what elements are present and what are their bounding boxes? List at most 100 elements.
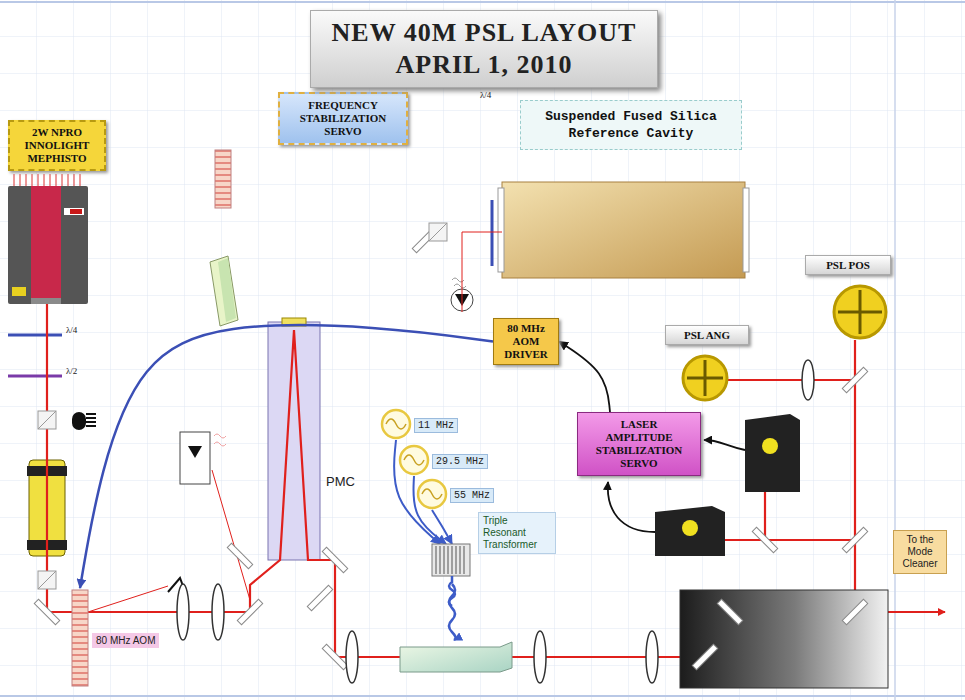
wave-plates — [8, 200, 492, 376]
wave-plates — [8, 375, 62, 378]
icon-stroke — [386, 419, 406, 429]
laser-beam — [88, 232, 502, 612]
optics — [38, 411, 56, 429]
icon-stroke — [448, 546, 449, 574]
icon-stroke — [382, 410, 410, 438]
icon-stroke — [449, 576, 455, 606]
cavity-label: Suspended Fused Silica Reference Cavity — [520, 100, 742, 150]
title-box: NEW 40M PSL LAYOUT APRIL 1, 2010 — [310, 10, 658, 88]
photodiodes — [452, 278, 466, 288]
iss-photodetectors — [704, 440, 745, 450]
optics — [38, 411, 56, 429]
wave-plates — [8, 334, 62, 337]
optics — [534, 631, 546, 683]
reference-cavity — [743, 188, 749, 272]
pickoff-enclosure — [680, 590, 888, 688]
eom-crystal — [400, 584, 512, 672]
node-text: Triple Resonant Transformer — [478, 512, 556, 554]
qpd-label: PSL POS — [805, 255, 891, 275]
aom-label: 80 MHz AOM — [70, 588, 162, 688]
iss-photodetectors — [745, 414, 800, 492]
node-text: Suspended Fused Silica Reference Cavity — [541, 108, 721, 142]
icon-stroke — [72, 590, 88, 686]
oscillator: 11 MHz — [380, 408, 462, 440]
frequency-actuators — [210, 150, 238, 326]
pmc-cavity — [268, 322, 320, 560]
laser-head — [64, 208, 84, 215]
optics — [34, 599, 59, 624]
laser-label: 2W NPRO INNOLIGHT MEPHISTO — [8, 120, 106, 171]
optic-label: λ/4 — [66, 325, 77, 335]
laser-beam — [725, 340, 855, 612]
icon-stroke — [422, 489, 442, 499]
optics — [322, 547, 347, 572]
frequency-actuators — [218, 258, 236, 322]
reference-cavity — [502, 182, 745, 278]
optics — [177, 584, 189, 640]
icon-stroke — [418, 480, 446, 508]
label-wrap: 80 MHz AOM — [92, 630, 162, 648]
reference-cavity — [498, 182, 749, 278]
eom-crystal — [400, 642, 512, 672]
optics — [38, 571, 56, 589]
iss-photodetectors — [682, 520, 698, 536]
laser-head — [8, 174, 88, 304]
icon-stroke — [400, 446, 428, 474]
optics — [842, 599, 867, 624]
quadrant-photodiodes — [687, 360, 723, 396]
pmc-cavity — [268, 318, 320, 560]
node-text: 2W NPRO INNOLIGHT MEPHISTO — [14, 126, 100, 165]
photodiodes — [214, 434, 226, 446]
label-wrap: Triple Resonant Transformer — [478, 512, 556, 554]
photodiodes — [188, 446, 202, 458]
iss-photodetectors — [762, 438, 778, 454]
node-text: To the Mode Cleaner — [897, 534, 943, 570]
icon-stroke — [432, 544, 470, 576]
label-wrap: 55 MHz — [450, 484, 498, 503]
laser-head — [70, 209, 82, 214]
signal-connector — [80, 325, 493, 588]
beam-dump — [72, 412, 86, 430]
icon-stroke — [444, 546, 445, 574]
osc-icon — [380, 408, 414, 442]
trt-icon — [430, 542, 474, 614]
optics — [429, 223, 447, 241]
node-text: 55 MHz — [450, 488, 494, 503]
iss-photodetectors — [655, 506, 725, 556]
frequency-actuators — [210, 256, 238, 326]
transformer: Triple Resonant Transformer — [430, 512, 556, 578]
photodiodes — [180, 278, 473, 484]
icon-stroke — [460, 546, 461, 574]
icon-stroke — [452, 546, 453, 574]
signal-connector — [559, 342, 610, 413]
icon-stroke — [456, 546, 457, 574]
optics — [717, 599, 742, 624]
optics — [212, 584, 224, 640]
optics — [429, 223, 447, 241]
icon-stroke — [440, 546, 441, 574]
optics — [692, 644, 717, 669]
iss-photodetectors — [608, 482, 655, 532]
pickoff-enclosure — [680, 590, 888, 688]
optics — [227, 543, 252, 568]
optics — [842, 367, 867, 392]
laser-head — [31, 298, 61, 304]
part-name: PMC — [326, 474, 355, 489]
laser-head — [14, 174, 80, 186]
node-text: PSL ANG — [670, 329, 744, 341]
photodiodes — [180, 432, 210, 484]
optics — [307, 585, 332, 610]
wave-plates — [491, 200, 494, 266]
node-text: 80 MHz AOM — [92, 633, 159, 648]
diagram-title: NEW 40M PSL LAYOUT APRIL 1, 2010 — [315, 17, 653, 81]
node-text: 11 MHz — [414, 418, 458, 433]
signal-connector — [432, 510, 452, 544]
laser-head — [12, 287, 26, 296]
icon-stroke — [436, 546, 437, 574]
laser-head — [8, 186, 88, 304]
icon-stroke — [404, 455, 424, 465]
